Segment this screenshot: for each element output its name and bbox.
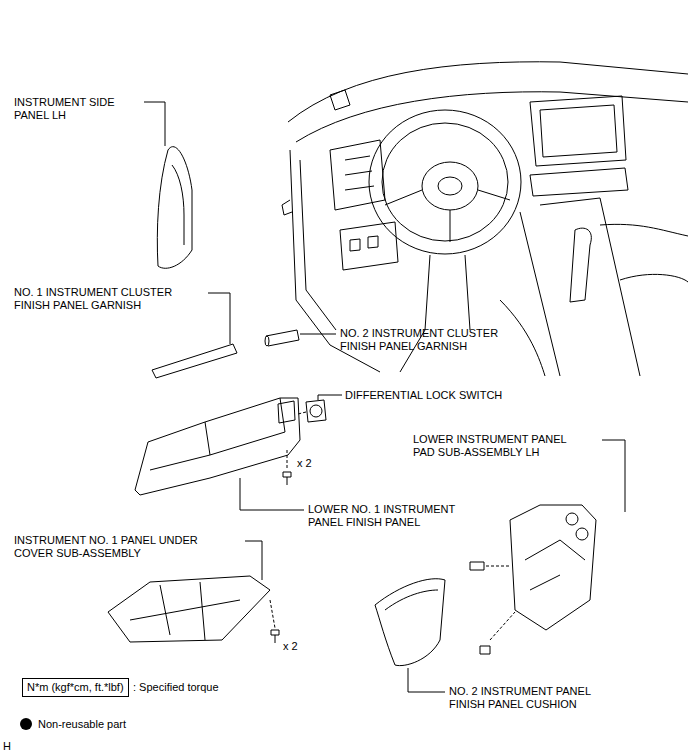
torque-unit: N*m (kgf*cm, ft.*lbf) <box>27 681 124 694</box>
legend-text: : Specified torque <box>133 681 219 694</box>
part-name: INSTRUMENT SIDE PANEL LH <box>14 96 126 122</box>
part-name: LOWER NO. 1 INSTRUMENT PANEL FINISH PANE… <box>308 503 470 529</box>
part-name: NO. 2 INSTRUMENT PANEL FINISH PANEL CUSH… <box>449 685 617 711</box>
part-name: DIFFERENTIAL LOCK SWITCH <box>345 389 502 402</box>
part-name: LOWER INSTRUMENT PANEL PAD SUB-ASSEMBLY … <box>413 433 573 459</box>
figure-code: H <box>3 740 11 753</box>
part-name: NO. 1 INSTRUMENT CLUSTER FINISH PANEL GA… <box>14 286 192 312</box>
quantity: x 2 <box>297 457 312 470</box>
part-name: NO. 2 INSTRUMENT CLUSTER FINISH PANEL GA… <box>340 327 518 353</box>
torque-box: N*m (kgf*cm, ft.*lbf) <box>22 678 129 697</box>
part-name: INSTRUMENT NO. 1 PANEL UNDER COVER SUB-A… <box>14 534 219 560</box>
legend-text: Non-reusable part <box>38 718 126 731</box>
quantity: x 2 <box>283 640 298 653</box>
